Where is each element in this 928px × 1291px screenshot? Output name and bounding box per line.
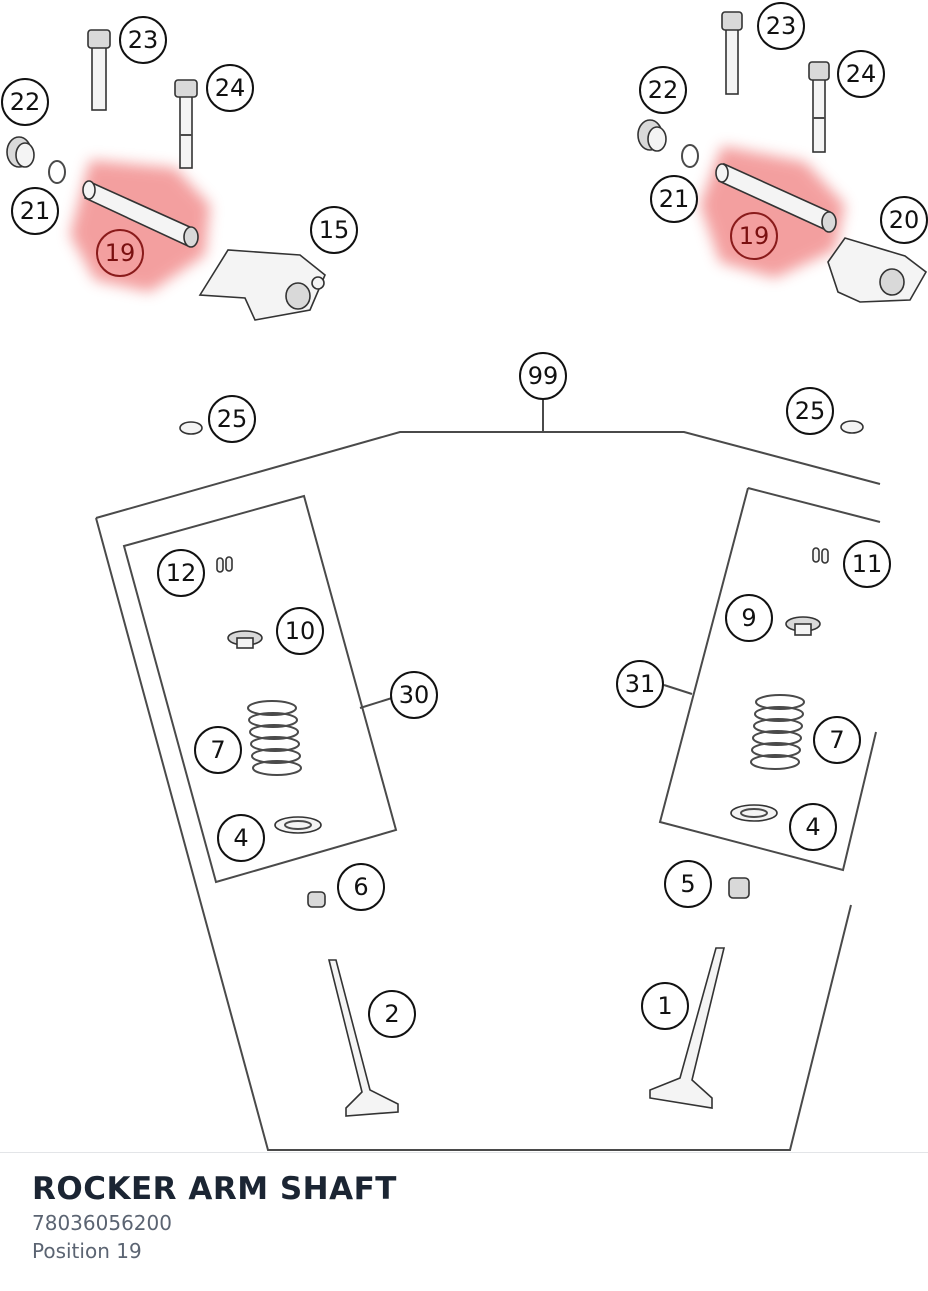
callout-4-right[interactable]: 4 <box>789 803 837 851</box>
callout-label: 12 <box>166 559 197 587</box>
callout-label: 22 <box>648 76 679 104</box>
part-bolt-23-right <box>721 11 743 95</box>
part-number: 78036056200 <box>32 1211 172 1235</box>
callout-22-left[interactable]: 22 <box>1 78 49 126</box>
callout-label: 30 <box>399 681 430 709</box>
assembly-outline <box>95 398 881 1151</box>
part-valve-seal-6 <box>307 891 326 908</box>
callout-24-right[interactable]: 24 <box>837 50 885 98</box>
callout-11[interactable]: 11 <box>843 540 891 588</box>
part-shim-25-left <box>179 421 203 435</box>
part-plug-22-left <box>6 136 35 168</box>
part-plug-22-right <box>637 119 667 152</box>
callout-19-left[interactable]: 19 <box>96 229 144 277</box>
part-shaft-19-left <box>82 180 199 248</box>
exploded-parts-diagram: 23 22 24 21 19 15 23 22 24 21 19 20 99 2… <box>1 2 928 1151</box>
callout-25-right[interactable]: 25 <box>786 387 834 435</box>
callout-label: 2 <box>384 1000 399 1028</box>
callout-7-left[interactable]: 7 <box>194 726 242 774</box>
callout-label: 22 <box>10 88 41 116</box>
part-oring-21-right <box>681 144 699 168</box>
callout-label: 4 <box>233 824 248 852</box>
callout-label: 5 <box>680 870 695 898</box>
callout-label: 21 <box>20 197 51 225</box>
callout-label: 7 <box>829 726 844 754</box>
callout-99[interactable]: 99 <box>519 352 567 400</box>
callout-1[interactable]: 1 <box>641 982 689 1030</box>
callout-label: 24 <box>846 60 877 88</box>
part-spring-retainer-9 <box>785 616 821 636</box>
callout-label: 1 <box>657 992 672 1020</box>
callout-label: 31 <box>625 670 656 698</box>
callout-23-left[interactable]: 23 <box>119 16 167 64</box>
part-shim-25-right <box>840 420 864 434</box>
callout-label: 25 <box>217 405 248 433</box>
callout-15[interactable]: 15 <box>310 206 358 254</box>
part-spring-seat-4-right <box>730 804 778 822</box>
part-keepers-11 <box>812 547 829 564</box>
part-bolt-23-left <box>87 29 111 111</box>
callout-2[interactable]: 2 <box>368 990 416 1038</box>
callout-31[interactable]: 31 <box>616 660 664 708</box>
part-rocker-arm-15 <box>198 249 326 321</box>
callout-22-right[interactable]: 22 <box>639 66 687 114</box>
callout-25-left[interactable]: 25 <box>208 395 256 443</box>
part-position: Position 19 <box>32 1239 142 1263</box>
callout-19-right[interactable]: 19 <box>730 212 778 260</box>
callout-label: 20 <box>889 206 920 234</box>
part-bolt-24-left <box>174 79 198 169</box>
callout-23-right[interactable]: 23 <box>757 2 805 50</box>
callout-label: 99 <box>528 362 559 390</box>
callout-7-right[interactable]: 7 <box>813 716 861 764</box>
callouts: 23 22 24 21 19 15 23 22 24 21 19 20 99 2… <box>1 2 928 1038</box>
callout-6[interactable]: 6 <box>337 863 385 911</box>
callout-9[interactable]: 9 <box>725 594 773 642</box>
callout-label: 23 <box>766 12 797 40</box>
callout-label: 23 <box>128 26 159 54</box>
callout-label: 7 <box>210 736 225 764</box>
part-keepers-12 <box>216 556 233 573</box>
part-valve-seal-5 <box>728 877 750 899</box>
callout-4-left[interactable]: 4 <box>217 814 265 862</box>
part-rocker-arm-20 <box>827 237 928 303</box>
callout-12[interactable]: 12 <box>157 549 205 597</box>
callout-label: 9 <box>741 604 756 632</box>
callout-10[interactable]: 10 <box>276 607 324 655</box>
callout-24-left[interactable]: 24 <box>206 64 254 112</box>
part-oring-21-left <box>48 160 66 184</box>
part-valve-1 <box>649 947 726 1109</box>
part-valve-spring-7-left <box>247 700 302 776</box>
callout-21-right[interactable]: 21 <box>650 175 698 223</box>
callout-label: 4 <box>805 813 820 841</box>
callout-label: 15 <box>319 216 350 244</box>
callout-label: 11 <box>852 550 883 578</box>
part-shaft-19-right <box>715 162 837 233</box>
part-spring-seat-4-left <box>274 816 322 834</box>
callout-5[interactable]: 5 <box>664 860 712 908</box>
callout-21-left[interactable]: 21 <box>11 187 59 235</box>
part-valve-spring-7-right <box>750 694 805 770</box>
callout-label: 6 <box>353 873 368 901</box>
part-valve-2 <box>327 959 399 1117</box>
callout-label: 24 <box>215 74 246 102</box>
callout-20[interactable]: 20 <box>880 196 928 244</box>
part-spring-retainer-10 <box>227 630 263 649</box>
part-info-panel: ROCKER ARM SHAFT 78036056200 Position 19 <box>0 1152 928 1291</box>
part-bolt-24-right <box>808 61 830 153</box>
part-title: ROCKER ARM SHAFT <box>32 1171 397 1207</box>
callout-label: 25 <box>795 397 826 425</box>
callout-label: 21 <box>659 185 690 213</box>
callout-label: 19 <box>105 239 136 267</box>
callout-label: 10 <box>285 617 316 645</box>
callout-30[interactable]: 30 <box>390 671 438 719</box>
callout-label: 19 <box>739 222 770 250</box>
